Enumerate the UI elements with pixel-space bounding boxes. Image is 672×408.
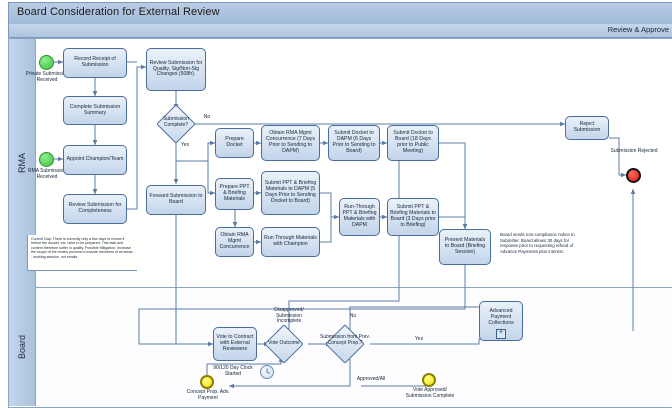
intermediate-event-vote-approved[interactable]	[422, 373, 436, 387]
flow-label-yes-complete: Yes	[180, 142, 190, 148]
lane-header-board: Board	[9, 287, 36, 406]
task-run-through-dapm[interactable]: Run-Through PPT & Briefing Materials wit…	[339, 198, 380, 236]
process-pool: RMA Board	[8, 38, 672, 408]
flow-label-yes-prev: Yes	[414, 336, 424, 342]
intermediate-event-concept-prop[interactable]	[200, 375, 214, 389]
task-advanced-payment-collections-label: Advanced Payment Collections	[488, 308, 514, 326]
task-submit-ppt-board[interactable]: Submit PPT & Briefing Materials to Board…	[387, 198, 439, 236]
task-vote-contract[interactable]: Vote to Contract with External Reviewers	[213, 327, 257, 361]
task-appoint-champion[interactable]: Appoint Champion/Team	[63, 145, 127, 175]
start-event-private-submission-label: Private Submission Received	[25, 71, 69, 83]
flow-label-approved-all: Approved/All	[356, 376, 386, 382]
task-review-completeness[interactable]: Review Submission for Completeness	[63, 194, 127, 224]
lane-divider	[9, 287, 672, 288]
end-event-submission-rejected-label: Submission Rejected	[610, 148, 658, 154]
task-prepare-ppt[interactable]: Prepare PPT & Briefing Materials	[215, 178, 254, 210]
task-obtain-concurrence-ppt[interactable]: Obtain RMA Mgmt Concurrence	[215, 227, 254, 257]
task-run-through-champion[interactable]: Run Through Materials with Champion	[261, 227, 320, 257]
flow-label-disapproved: Disapproved/ Submission Incomplete	[274, 307, 304, 325]
connector-layer	[54, 59, 636, 389]
task-record-receipt[interactable]: Record Receipt of Submission	[63, 48, 127, 78]
task-reject-submission[interactable]: Reject Submission	[565, 116, 609, 140]
task-prepare-docket[interactable]: Prepare Docket	[215, 128, 254, 158]
flow-label-no-prev: No	[349, 313, 357, 319]
start-event-rma-submission-label: RMA Submission Received	[27, 168, 67, 180]
phase-label: Review & Approve	[607, 25, 669, 34]
task-present-materials[interactable]: Present Materials to Board (Briefing Ses…	[439, 229, 491, 265]
start-event-rma-submission[interactable]	[39, 152, 54, 167]
clock-icon	[266, 368, 270, 374]
annotation-non-compliance: Board sends non-compliance notice to Sub…	[500, 232, 575, 255]
lane-body-rma	[35, 39, 671, 287]
task-advanced-payment-collections[interactable]: Advanced Payment Collections +	[479, 301, 523, 341]
start-event-private-submission[interactable]	[39, 55, 54, 70]
annotation-current-gap: Current Gap: There is currently only a f…	[27, 235, 137, 271]
task-obtain-concurrence-docket[interactable]: Obtain RMA Mgmt Concurrence (7 Days Prio…	[261, 125, 320, 161]
task-complete-summary[interactable]: Complete Submission Summary	[63, 96, 127, 125]
task-review-quality[interactable]: Review Submission for Quality, Sig/Non-S…	[146, 48, 206, 91]
diagram-title-bar: Board Consideration for External Review	[8, 2, 672, 25]
task-submit-docket-board[interactable]: Submit Docket to Board (18 Days prior to…	[387, 125, 439, 161]
task-forward-board[interactable]: Forward Submission to Board	[146, 185, 206, 215]
flow-label-no-complete: No	[203, 114, 211, 120]
end-event-submission-rejected[interactable]	[626, 168, 641, 183]
subprocess-plus-icon[interactable]: +	[496, 329, 506, 339]
intermediate-event-concept-prop-label: Concept Prop. Adv. Payment	[186, 389, 230, 401]
page-title: Board Consideration for External Review	[17, 6, 220, 18]
intermediate-event-vote-approved-label: Vote Approved/ Submission Complete	[405, 387, 455, 399]
task-submit-ppt-dapm[interactable]: Submit PPT & Briefing Materials to DAPM …	[261, 171, 320, 215]
diagram-subtitle-bar: Review & Approve	[8, 24, 672, 38]
task-submit-docket-dapm[interactable]: Submit Docket to DAPM (6 Days Prior to S…	[328, 125, 380, 161]
timer-event-clock-label: 90/120 Day Clock Started	[213, 365, 253, 377]
